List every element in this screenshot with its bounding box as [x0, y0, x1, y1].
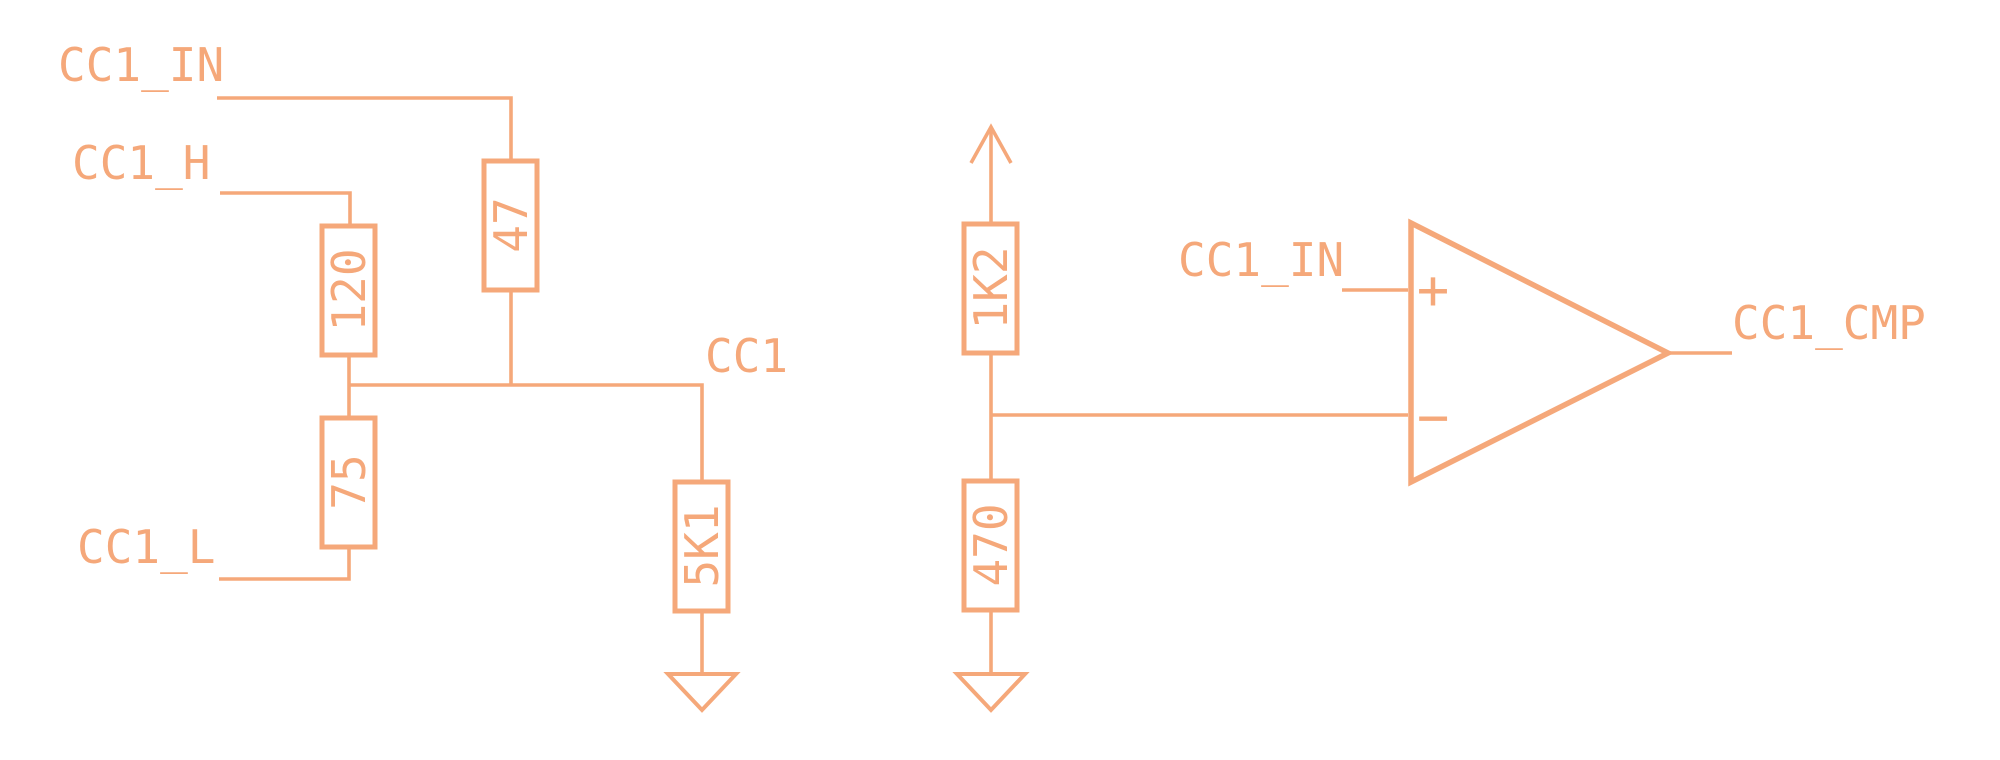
net-label-cc1-h: CC1_H	[72, 136, 210, 190]
net-label-cc1-in-left: CC1_IN	[58, 38, 224, 92]
minus-input-marker: −	[1417, 386, 1450, 449]
resistor-value: 120	[322, 248, 376, 331]
plus-input-marker: +	[1417, 259, 1450, 322]
resistor-value: 1K2	[964, 246, 1018, 329]
wire-cc1-in-to-r47	[217, 96, 513, 161]
resistor-body	[481, 158, 540, 293]
resistor-75: 75	[319, 415, 378, 550]
net-label-cc1-cmp: CC1_CMP	[1732, 296, 1926, 350]
resistor-47: 47	[481, 158, 540, 293]
ground-symbol-left	[663, 672, 741, 713]
net-label-cc1-l: CC1_L	[77, 520, 215, 574]
resistor-value: 47	[484, 197, 538, 252]
resistor-120: 120	[319, 223, 378, 358]
comparator-triangle	[1408, 218, 1675, 487]
power-symbol	[969, 123, 1013, 224]
resistor-value: 5K1	[675, 504, 729, 587]
comparator-symbol: + −	[1408, 218, 1675, 487]
ground-symbol-right	[952, 672, 1030, 713]
resistor-body	[961, 478, 1020, 613]
wire-r75-to-cc1-l	[219, 547, 351, 581]
resistor-body	[319, 223, 378, 358]
resistor-470: 470	[961, 478, 1020, 613]
power-arrow-up-icon	[969, 123, 1013, 164]
net-label-cc1-in-right: CC1_IN	[1178, 233, 1344, 287]
resistor-body	[961, 221, 1020, 356]
resistor-5k1: 5K1	[672, 479, 731, 614]
wire-cc1-h-to-r120	[220, 191, 352, 226]
resistor-body	[672, 479, 731, 614]
net-label-cc1: CC1	[705, 329, 788, 383]
resistor-1k2: 1K2	[961, 221, 1020, 356]
wire-junction-to-r5k1	[349, 383, 704, 482]
resistor-body	[319, 415, 378, 550]
resistor-value: 470	[964, 503, 1018, 586]
resistor-value: 75	[322, 454, 376, 509]
